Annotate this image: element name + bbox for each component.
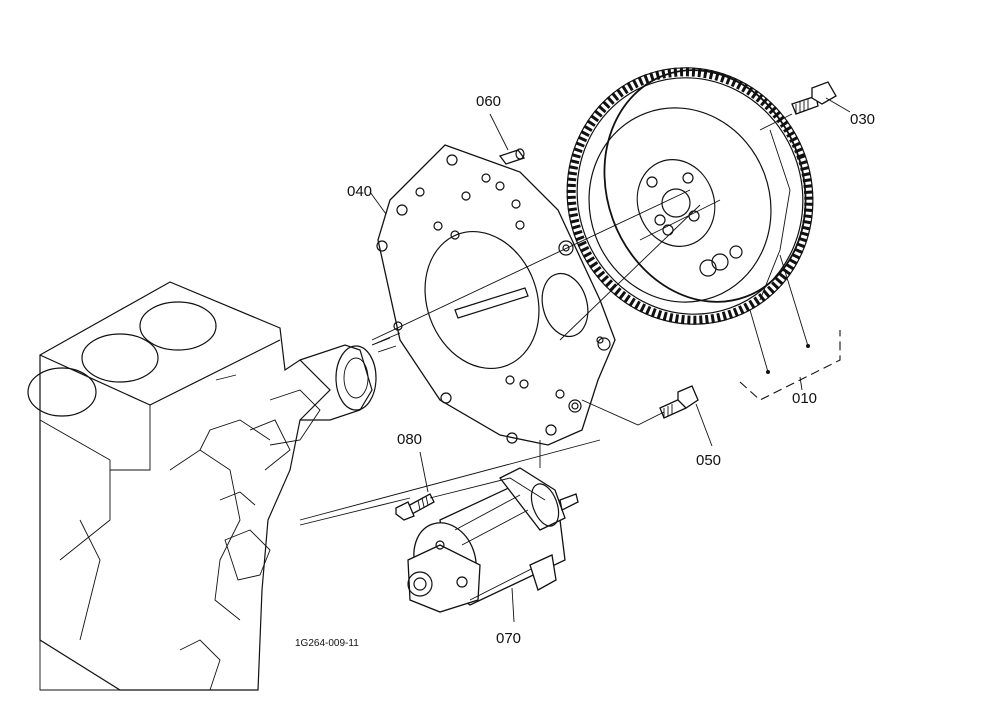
label-030: 030 bbox=[850, 111, 875, 128]
plate-bolt bbox=[659, 385, 699, 419]
starter-motor bbox=[407, 467, 579, 613]
label-080: 080 bbox=[397, 431, 422, 448]
adapter-plate bbox=[376, 144, 616, 446]
label-060: 060 bbox=[476, 93, 501, 110]
label-010: 010 bbox=[792, 390, 817, 407]
flywheel bbox=[566, 67, 814, 325]
drawing-number: 1G264-009-11 bbox=[295, 638, 359, 649]
starter-bolt bbox=[395, 493, 435, 521]
label-040: 040 bbox=[347, 183, 372, 200]
flywheel-bolt bbox=[791, 81, 837, 115]
callout-labels: 010 030 040 050 060 070 080 1G264-009-11 bbox=[295, 93, 875, 649]
label-050: 050 bbox=[696, 452, 721, 469]
label-070: 070 bbox=[496, 630, 521, 647]
leader-lines bbox=[299, 97, 851, 623]
engine-block bbox=[27, 281, 397, 691]
dowel-pin bbox=[498, 148, 526, 165]
